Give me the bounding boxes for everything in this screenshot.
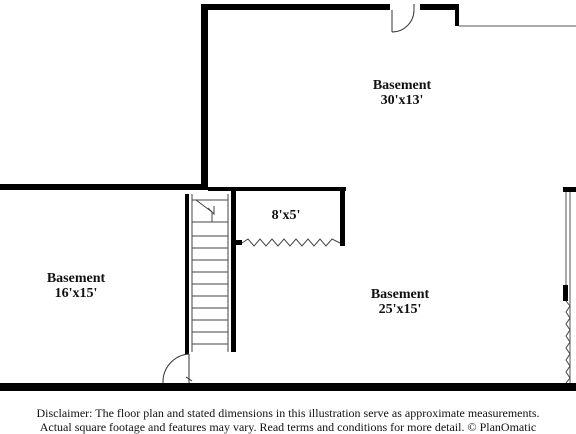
room-dims: 30'x13' bbox=[380, 93, 424, 108]
stairs bbox=[191, 194, 229, 352]
room-dims: 8'x5' bbox=[271, 208, 301, 223]
wall-mid-horizontal bbox=[0, 184, 208, 190]
wall-left-upper bbox=[201, 4, 208, 190]
disclaimer: Disclaimer: The floor plan and stated di… bbox=[0, 406, 576, 434]
thin-lines bbox=[459, 25, 576, 383]
wall-right-segment bbox=[563, 285, 568, 301]
wall-stair-left bbox=[185, 194, 189, 354]
room-basement-main: Basement 25'x15' bbox=[371, 287, 429, 317]
room-basement-top: Basement 30'x13' bbox=[373, 78, 431, 108]
wall-bottom bbox=[0, 383, 576, 391]
wall-top-right-post bbox=[455, 4, 459, 26]
stair-arrow bbox=[195, 199, 213, 222]
right-bifold bbox=[565, 300, 571, 384]
room-dims: 16'x15' bbox=[54, 286, 98, 301]
walls bbox=[0, 4, 576, 391]
wall-closet-bottom-left bbox=[236, 240, 242, 245]
disclaimer-line-1: Disclaimer: The floor plan and stated di… bbox=[36, 406, 540, 420]
wall-mid-stub bbox=[208, 187, 346, 191]
wall-stair-right bbox=[231, 190, 236, 352]
wall-right-top-stub bbox=[563, 187, 576, 192]
disclaimer-line-2: Actual square footage and features may v… bbox=[39, 420, 537, 434]
door-top bbox=[391, 4, 415, 33]
wall-top-upper bbox=[201, 4, 390, 10]
closet-bifold bbox=[241, 238, 341, 247]
room-basement-left: Basement 16'x15' bbox=[47, 271, 105, 301]
wall-top-right-stub bbox=[420, 4, 458, 10]
room-dims: 25'x15' bbox=[378, 302, 422, 317]
room-closet: 8'x5' bbox=[272, 208, 301, 223]
room-name: Basement bbox=[372, 78, 432, 93]
room-name: Basement bbox=[370, 287, 430, 302]
wall-closet-right bbox=[340, 190, 345, 246]
door-bottom-left bbox=[162, 353, 193, 384]
room-name: Basement bbox=[46, 271, 106, 286]
